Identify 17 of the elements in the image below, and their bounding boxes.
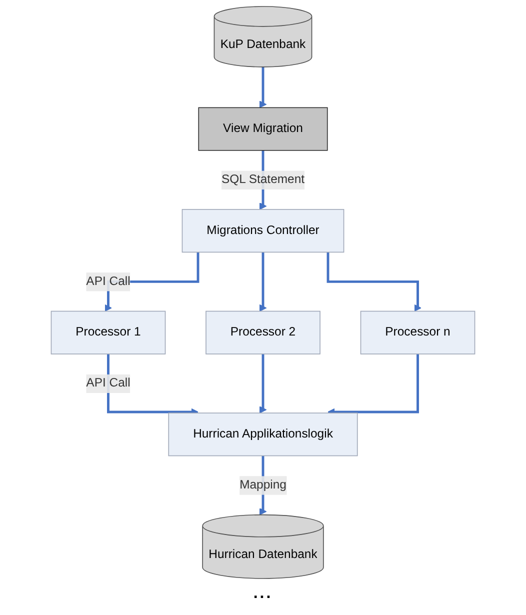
arrow	[107, 354, 198, 416]
node-box: Processor 2	[206, 310, 320, 354]
edge-label: API Call	[86, 376, 130, 390]
node-box: Hurrican Applikationslogik	[168, 412, 358, 456]
arrow	[259, 66, 267, 108]
arrow	[326, 252, 422, 312]
edge-label: SQL Statement	[221, 172, 305, 186]
arrow	[328, 354, 419, 416]
node-box: Processor 1	[50, 310, 166, 354]
node-box: View Migration	[198, 107, 328, 151]
node-box: Processor n	[360, 310, 476, 354]
edge-label: API Call	[86, 274, 130, 288]
node-box: Migrations Controller	[182, 209, 344, 253]
ellipsis-text: ...	[253, 585, 273, 602]
arrow	[259, 354, 267, 414]
edge-label: Mapping	[240, 478, 286, 492]
arrow	[259, 252, 267, 312]
